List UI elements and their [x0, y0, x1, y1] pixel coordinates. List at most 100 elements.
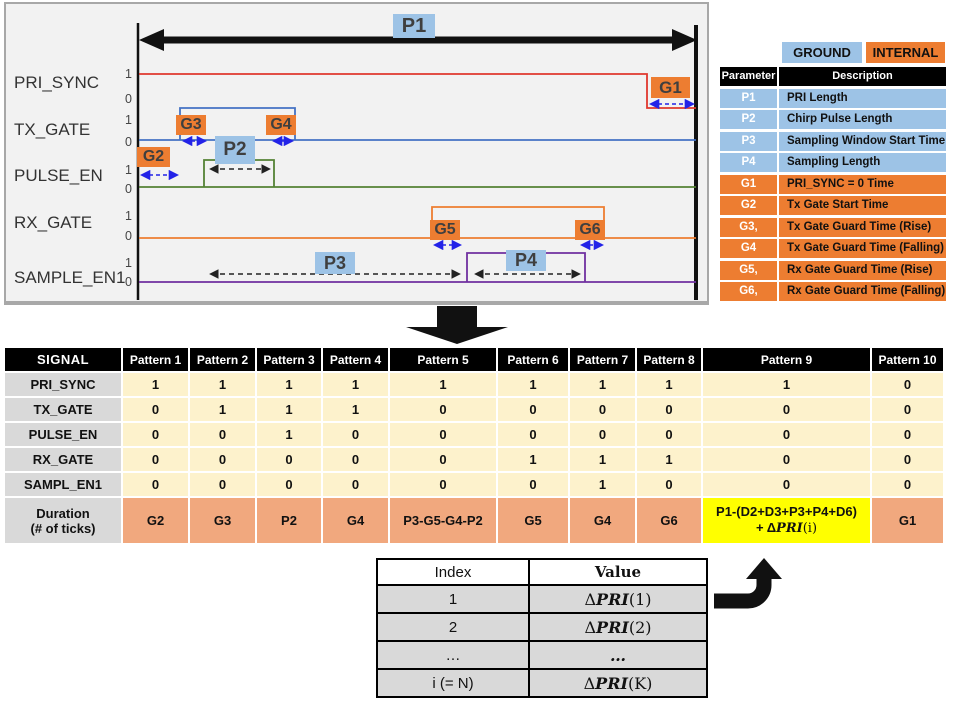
pri-table-row: i (= N) ΔPRI(K) — [376, 668, 708, 698]
signal-value-cell: 0 — [498, 398, 568, 421]
duration-value-cell: G4 — [570, 498, 635, 543]
pri-prefix: Δ — [584, 617, 597, 637]
signal-value-cell: 1 — [190, 398, 255, 421]
tick-high: 1 — [125, 67, 132, 81]
signal-table-header: Pattern 2 — [190, 348, 255, 371]
signal-value-cell: 0 — [257, 448, 321, 471]
signal-table-header: Pattern 10 — [872, 348, 943, 371]
signal-value-cell: 1 — [390, 373, 496, 396]
duration-pattern9-cell: P1-(D2+D3+P3+P4+D6)+ ΔPRI(i) — [703, 498, 870, 543]
pri-table-header-row: Index Value — [376, 558, 708, 586]
pri-index-cell: 2 — [376, 612, 530, 642]
pri-prefix: Δ — [584, 589, 597, 609]
signal-value-cell: 1 — [323, 398, 388, 421]
pri-table-header-index: Index — [376, 558, 530, 586]
signal-name-sample-en1: SAMPLE_EN1 — [14, 268, 126, 287]
legend-param: G5, — [720, 260, 777, 280]
legend-header-description: Description — [779, 67, 946, 86]
signal-value-cell: 0 — [190, 473, 255, 496]
legend-param: G1 — [720, 174, 777, 194]
signal-value-cell: 1 — [570, 448, 635, 471]
signal-value-cell: 0 — [123, 423, 188, 446]
tick-high: 1 — [125, 209, 132, 223]
label-g1: G1 — [651, 77, 690, 98]
pri-name: PRI — [595, 673, 628, 693]
signal-value-cell: 0 — [703, 398, 870, 421]
legend-param: P1 — [720, 88, 777, 108]
signal-table-header: Pattern 9 — [703, 348, 870, 371]
pulse-en-pulse — [203, 159, 275, 187]
signal-value-cell: 0 — [257, 473, 321, 496]
signal-value-cell: 1 — [637, 448, 701, 471]
signal-value-cell: 0 — [323, 423, 388, 446]
down-arrow — [406, 306, 508, 344]
label-p1: P1 — [393, 14, 435, 38]
tick-low: 0 — [125, 182, 132, 196]
signal-value-cell: 1 — [257, 373, 321, 396]
signal-value-cell: 1 — [257, 398, 321, 421]
pri-table-row: …… — [376, 640, 708, 670]
signal-value-cell: 0 — [637, 473, 701, 496]
duration-value-cell: G5 — [498, 498, 568, 543]
label-g4: G4 — [266, 115, 296, 135]
formula-pri: PRI — [776, 521, 803, 536]
signal-row-label: PRI_SYNC — [5, 373, 121, 396]
signal-table-header: Pattern 5 — [390, 348, 496, 371]
signal-value-cell: 0 — [872, 448, 943, 471]
legend-param: G6, — [720, 282, 777, 301]
signal-name-tx-gate: TX_GATE — [14, 120, 91, 139]
duration-value-cell: G2 — [123, 498, 188, 543]
tick-low: 0 — [125, 229, 132, 243]
signal-value-cell: 0 — [123, 398, 188, 421]
formula-suffix: (i) — [802, 521, 818, 536]
duration-formula-line1: P1-(D2+D3+P3+P4+D6) — [716, 504, 857, 519]
ground-badge: GROUND — [782, 42, 862, 63]
pri-value-cell: ΔPRI(1) — [528, 584, 708, 614]
signal-value-cell: 0 — [872, 423, 943, 446]
signal-table-header: Pattern 6 — [498, 348, 568, 371]
legend-desc: Tx Gate Start Time — [779, 196, 946, 215]
pri-arg: (K) — [627, 673, 653, 693]
legend-desc: Tx Gate Guard Time (Falling) — [779, 239, 946, 258]
pri-value-cell: … — [528, 640, 708, 670]
signal-table-header: SIGNAL — [5, 348, 121, 371]
pri-arg: (2) — [628, 617, 652, 637]
signal-value-cell: 0 — [190, 448, 255, 471]
signal-value-cell: 1 — [703, 373, 870, 396]
pri-value-cell: ΔPRI(2) — [528, 612, 708, 642]
signal-value-cell: 1 — [570, 373, 635, 396]
signal-value-cell: 0 — [703, 423, 870, 446]
legend-desc: Rx Gate Guard Time (Falling) — [779, 282, 946, 301]
pri-name: … — [610, 645, 626, 665]
legend-param: P2 — [720, 110, 777, 129]
signal-value-cell: 0 — [390, 398, 496, 421]
signal-value-cell: 0 — [390, 473, 496, 496]
legend-desc: Sampling Window Start Time — [779, 131, 946, 151]
label-p4: P4 — [506, 250, 546, 271]
legend-param: P4 — [720, 153, 777, 172]
signal-value-cell: 1 — [190, 373, 255, 396]
duration-value-cell: G4 — [323, 498, 388, 543]
legend-param: G4 — [720, 239, 777, 258]
duration-value-cell: G3 — [190, 498, 255, 543]
pri-prefix: Δ — [583, 673, 596, 693]
signal-value-cell: 0 — [323, 473, 388, 496]
signal-value-cell: 0 — [498, 473, 568, 496]
signal-value-cell: 0 — [190, 423, 255, 446]
legend-header-parameter: Parameter — [720, 67, 777, 86]
signal-name-rx-gate: RX_GATE — [14, 213, 93, 232]
pri-index-cell: … — [376, 640, 530, 670]
pri-index-cell: i (= N) — [376, 668, 530, 698]
duration-value-cell: P2 — [257, 498, 321, 543]
legend-row: G3,Tx Gate Guard Time (Rise) — [720, 217, 946, 237]
signal-value-cell: 0 — [637, 398, 701, 421]
duration-formula-line2: + ΔPRI(i) — [756, 520, 817, 537]
duration-value-cell: P3-G5-G4-P2 — [390, 498, 496, 543]
